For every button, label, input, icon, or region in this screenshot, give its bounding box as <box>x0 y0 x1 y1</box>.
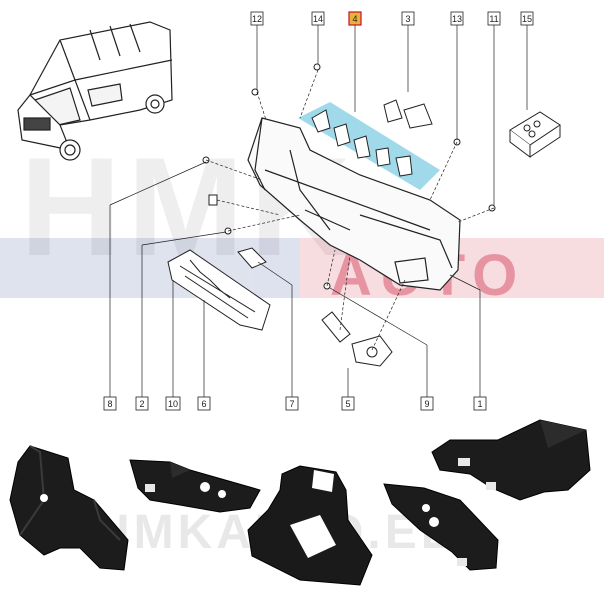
svg-text:3: 3 <box>405 14 410 24</box>
part-3-brackets <box>383 99 433 129</box>
callout-13: 13 <box>450 11 464 26</box>
callout-6: 6 <box>197 396 211 411</box>
callout-14: 14 <box>311 11 325 26</box>
svg-text:9: 9 <box>424 399 429 409</box>
svg-text:8: 8 <box>107 399 112 409</box>
callout-15: 15 <box>520 11 534 26</box>
svg-text:13: 13 <box>452 14 462 24</box>
part-5-bezels <box>321 311 393 367</box>
van-illustration <box>17 21 173 161</box>
svg-text:7: 7 <box>289 399 294 409</box>
svg-text:2: 2 <box>139 399 144 409</box>
bracket-photo-1 <box>9 445 129 571</box>
callout-5: 5 <box>341 396 355 411</box>
callout-12: 12 <box>250 11 264 26</box>
callout-9: 9 <box>420 396 434 411</box>
svg-text:4: 4 <box>352 14 357 24</box>
svg-text:12: 12 <box>252 14 262 24</box>
svg-text:5: 5 <box>345 399 350 409</box>
callout-11: 11 <box>487 11 501 26</box>
bracket-photo-2 <box>129 459 261 513</box>
svg-text:11: 11 <box>489 14 498 24</box>
bracket-photo-5 <box>431 419 591 501</box>
callout-8: 8 <box>103 396 117 411</box>
svg-text:14: 14 <box>313 14 323 24</box>
leader-lines <box>109 25 528 398</box>
svg-text:10: 10 <box>168 399 178 409</box>
bracket-photo-4 <box>383 483 499 571</box>
grille-part <box>167 249 271 331</box>
front-bumper <box>247 117 461 291</box>
svg-text:6: 6 <box>201 399 206 409</box>
callout-10: 10 <box>165 396 181 411</box>
callout-7: 7 <box>285 396 299 411</box>
bracket-photo-3 <box>247 465 373 586</box>
callout-3: 3 <box>401 11 415 26</box>
svg-text:1: 1 <box>477 399 482 409</box>
part-15-box <box>509 111 561 158</box>
callout-4-highlighted: 4 <box>348 11 362 26</box>
callout-2: 2 <box>135 396 149 411</box>
part-4-brackets <box>311 109 413 177</box>
svg-text:15: 15 <box>522 14 532 24</box>
callout-1: 1 <box>473 396 487 411</box>
